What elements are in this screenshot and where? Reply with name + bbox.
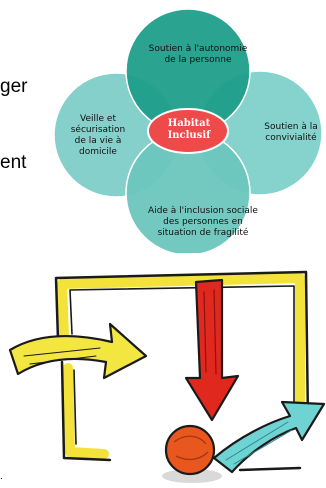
text-fragment-1: ger [0,76,28,97]
venn-center-line-2: Inclusif [167,130,211,141]
sketch-arrow-yellow-scribble [23,347,101,365]
sketch-arrow-red [184,278,240,422]
venn-label-right-line-2: convivialité [265,133,317,143]
venn-center-ellipse [147,108,229,154]
sketch-frame-outline [54,270,310,472]
text-fragment-2: ent [0,152,27,173]
venn-label-left-line-4: domicile [79,147,117,157]
sketch-ball-texture [173,435,209,461]
venn-center-line-1: Habitat [167,118,211,129]
venn-label-bottom-line-2: des personnes en [163,217,243,227]
sketch-arrow-yellow [8,322,148,380]
venn-label-bottom-line-1: Aide à l'inclusion sociale [148,206,258,216]
sketch-frame-outline-inner [69,285,295,445]
venn-label-bottom: Aide à l'inclusion sociale des personnes… [118,206,288,239]
venn-label-left-line-1: Veille et [80,114,116,124]
venn-label-top-line-1: Soutien à l'autonomie [148,44,248,54]
venn-label-left-line-3: de la vie à [74,136,122,146]
text-fragment-3: . [0,471,3,482]
sketch-arrow-cyan [212,400,326,474]
sketch-arrow-red-scribble [203,289,217,375]
sketch-ball-shadow [162,469,222,483]
sketch-arrow-cyan-scribble [225,421,293,465]
venn-center-label: Habitat Inclusif [148,118,230,142]
venn-label-top: Soutien à l'autonomie de la personne [118,44,278,66]
venn-label-left-line-2: sécurisation [70,125,126,135]
venn-label-left: Veille et sécurisation de la vie à domic… [58,114,138,158]
venn-label-bottom-line-3: situation de fragilité [157,228,249,238]
venn-label-right-line-1: Soutien à la [264,122,318,132]
habitat-inclusif-diagram [53,8,323,253]
habitat-sketch-illustration [8,270,326,483]
sketch-ball [164,424,216,476]
venn-label-right: Soutien à la convivialité [254,122,326,144]
sketch-frame-yellow [57,273,305,459]
venn-label-top-line-2: de la personne [164,55,232,65]
